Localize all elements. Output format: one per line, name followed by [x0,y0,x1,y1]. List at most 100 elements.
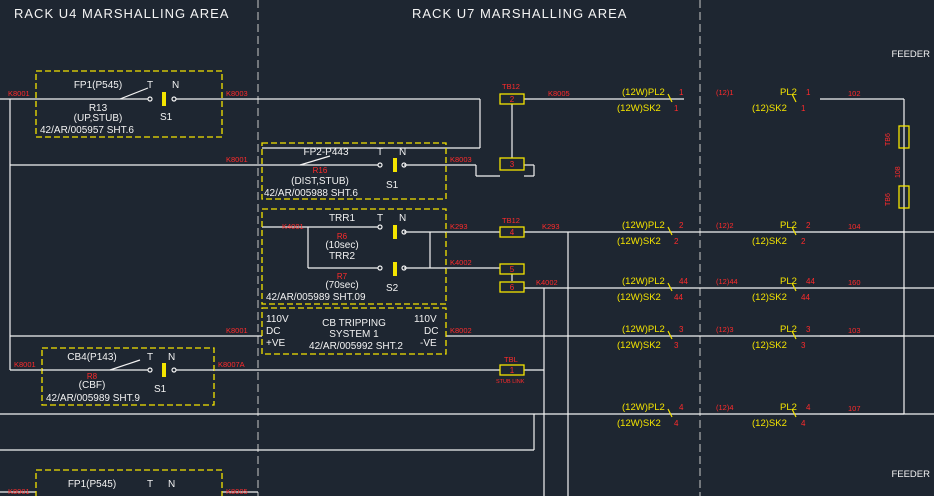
cb4-desc: (CBF) [79,380,106,391]
contact-mark [667,226,673,236]
contact-mark [667,330,673,340]
fp2-title: FP2-P443 [303,147,348,158]
cb-dc-right: DC [424,326,438,337]
wire-label: K4002 [450,258,472,267]
wire-label: K8001 [8,89,30,98]
rack-u7-header: RACK U7 MARSHALLING AREA [412,6,628,21]
terminal-label: TBL [504,355,518,364]
cb4-sw: S1 [154,384,167,395]
wire-label: K293 [450,222,468,231]
contact-mark [791,408,797,418]
wire-label: K4002 [536,278,558,287]
wire-label: K293 [542,222,560,231]
fp1-sw: S1 [160,112,173,123]
mid-label: 108 [895,166,902,178]
fp1-bottom-n: N [168,479,175,490]
cb4-relay: R8 [87,372,98,381]
wire-label: K8001 [226,326,248,335]
socket-label: (12)SK2 [752,340,787,351]
plug-label: PL2 [780,402,797,413]
block-fp1 [35,70,223,138]
socket-label: (12W)SK2 [617,418,661,429]
trr2-relay: R7 [337,272,348,281]
block-cb4 [41,347,215,406]
wire-label: K8002 [450,326,472,335]
block-trr [261,208,447,305]
fp2-relay: R16 [313,166,328,175]
socket-pin: 4 [674,419,679,428]
cb-pol-left: +VE [266,338,286,349]
plug-label: PL2 [780,87,797,98]
socket-pin: 1 [674,104,679,113]
socket-pin: 3 [674,341,679,350]
contact-mark [667,93,673,103]
cb-dc-left: DC [266,326,280,337]
plug-label: PL2 [780,220,797,231]
cb4-title: CB4(P143) [67,352,116,363]
fp1-bottom-t: T [147,479,153,490]
output-wire-label: 103 [848,326,861,335]
contact-mark [791,330,797,340]
wire-label: K8001 [14,360,36,369]
plug-pin: 4 [679,403,684,412]
contact-mark [791,93,797,103]
contact-mark [791,226,797,236]
block-fp2 [261,142,447,200]
plug-label: (12W)PL2 [622,87,665,98]
fp2-t: T [377,147,383,158]
tb6-label: TB6 [885,193,892,206]
wiring [0,98,934,496]
trr-sw: S2 [386,283,399,294]
plug-label: (12W)PL2 [622,402,665,413]
socket-pin: 3 [801,341,806,350]
wire-label: K4001 [282,222,304,231]
cb4-ref: 42/AR/005989 SHT.9 [46,393,140,404]
trr2-label: TRR2 [329,251,356,262]
terminal-number: 6 [510,283,515,292]
fp1-ref: 42/AR/005957 SHT.6 [40,125,134,136]
trr1-label: TRR1 [329,213,356,224]
cable-label: (12)44 [716,277,738,286]
cb-v-right: 110V [414,314,437,325]
fp1-bottom-title: FP1(P545) [68,479,116,490]
output-wire-label: 104 [848,222,861,231]
cable-label: (12)4 [716,403,734,412]
cb4-t: T [147,352,153,363]
socket-label: (12)SK2 [752,418,787,429]
contact-mark [667,282,673,292]
cb-title1: CB TRIPPING [322,318,386,329]
plug-label: (12W)PL2 [622,276,665,287]
socket-label: (12)SK2 [752,292,787,303]
fp2-n: N [399,147,406,158]
trr1-relay: R6 [337,232,348,241]
plug-pin: 3 [806,325,811,334]
feeder-label-top: FEEDER [891,49,930,60]
contact-mark [667,408,673,418]
fp1-title: FP1(P545) [74,80,122,91]
stub-link-label: STUB LINK [496,379,525,385]
terminal-label: TB12 [502,216,520,225]
plug-label: PL2 [780,276,797,287]
terminal-number: 2 [510,95,515,104]
plug-pin: 44 [679,277,688,286]
plug-pin: 1 [679,88,684,97]
socket-label: (12W)SK2 [617,292,661,303]
trr1-delay: (10sec) [325,240,358,251]
fp1-relay: R13 [89,103,108,114]
cb-ref: 42/AR/005992 SHT.2 [309,341,403,352]
block-cb-tripping [261,307,447,355]
terminal-number: 1 [510,366,515,375]
tb6-label: TB6 [885,133,892,146]
socket-label: (12W)SK2 [617,103,661,114]
terminal-number: 5 [510,265,515,274]
contact-mark [791,282,797,292]
cable-label: (12)3 [716,325,734,334]
output-wire-label: 102 [848,89,861,98]
socket-label: (12)SK2 [752,103,787,114]
socket-pin: 2 [801,237,806,246]
socket-label: (12)SK2 [752,236,787,247]
fp1-t: T [147,80,153,91]
terminal-number: 3 [510,160,515,169]
wire-label: K8003 [450,155,472,164]
